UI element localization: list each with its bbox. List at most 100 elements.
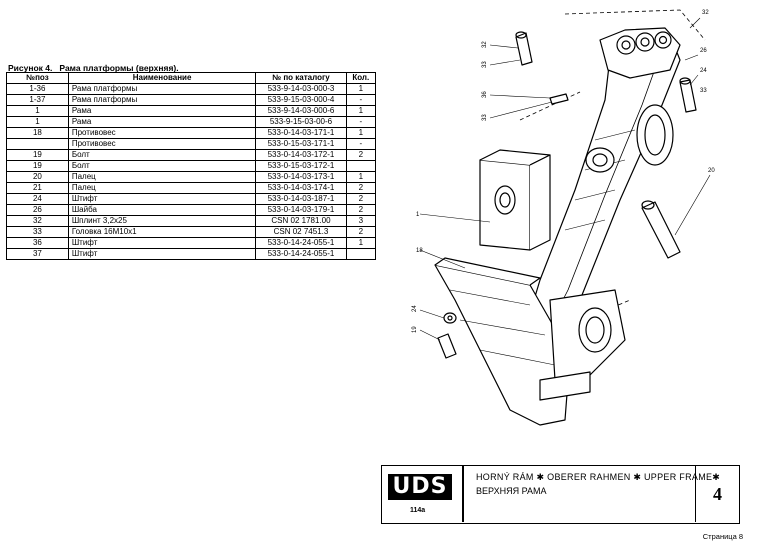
cell-catalog-number: 533-0-14-24-055-1 (255, 248, 347, 260)
cell-name: Рама платформы (67, 83, 257, 95)
cell-quantity: 2 (345, 226, 377, 238)
cell-catalog-number: 533-9-14-03-000-6 (255, 105, 347, 117)
title-block: UDS 114a HORNÝ RÁM ✱ OBERER RAHMEN ✱ UPP… (381, 465, 740, 524)
cell-quantity: 1 (345, 171, 377, 183)
cell-name: Болт (67, 160, 257, 172)
title-divider (462, 466, 464, 522)
cell-quantity: 1 (345, 237, 377, 249)
callout-number: 32 (482, 41, 488, 48)
cell-catalog-number: 533-0-14-03-174-1 (255, 182, 347, 194)
flange-ring (578, 307, 612, 353)
cell-name: Противовес (67, 127, 257, 139)
cell-position (6, 138, 69, 150)
cell-name: Палец (67, 171, 257, 183)
sheet-number-box: 4 (695, 466, 739, 522)
cell-position: 18 (6, 127, 69, 139)
table-header-row: №поз Наименование № по каталогу Кол. (6, 72, 377, 84)
cell-name: Рама (67, 116, 257, 128)
cell-catalog-number: 533-0-14-03-179-1 (255, 204, 347, 216)
figure-title: Рама платформы (верхняя). (59, 63, 179, 73)
cell-position: 1-37 (6, 94, 69, 106)
bearing-housing (585, 147, 615, 173)
bolt-19 (437, 333, 457, 359)
cell-name: Палец (67, 182, 257, 194)
sheet-number: 4 (713, 484, 722, 504)
pin-top (515, 32, 533, 66)
cell-catalog-number: 533-0-14-03-173-1 (255, 171, 347, 183)
cell-name: Болт (67, 149, 257, 161)
cell-name: Головка 16М10х1 (67, 226, 257, 238)
cell-name: Рама платформы (67, 94, 257, 106)
uds-logo: UDS 114a (386, 470, 456, 520)
cell-position: 32 (6, 215, 69, 227)
side-box (479, 159, 531, 251)
callout-number: 36 (482, 91, 488, 98)
cell-position: 19 (6, 160, 69, 172)
callout-number: 32 (702, 10, 709, 16)
dashed-axis-line (519, 91, 581, 121)
cell-quantity: 2 (345, 182, 377, 194)
cell-position: 37 (6, 248, 69, 260)
callout-number: 26 (700, 48, 707, 54)
slewing-ring (636, 104, 674, 166)
exploded-frame-drawing: 32 33 36 33 32 26 24 33 20 1 18 24 19 (412, 9, 715, 426)
pin-36 (549, 93, 569, 105)
title-russian: ВЕРХНЯЯ РАМА (476, 486, 547, 496)
cell-position: 1 (6, 105, 69, 117)
cell-position: 19 (6, 149, 69, 161)
pulley (654, 31, 672, 49)
logo-subcode: 114a (410, 507, 426, 514)
col-header-position: №поз (6, 72, 69, 84)
logo-mark: UDS (388, 474, 452, 500)
cell-catalog-number: 533-0-15-03-172-1 (255, 160, 347, 172)
cell-quantity: 1 (345, 83, 377, 95)
cell-quantity (345, 160, 377, 172)
cell-name: Противовес (67, 138, 257, 150)
pulley (635, 32, 655, 52)
title-multilang: HORNÝ RÁM ✱ OBERER RAHMEN ✱ UPPER FRAME✱ (476, 472, 721, 482)
pulley (616, 35, 636, 55)
cell-catalog-number: CSN 02 7451.3 (255, 226, 347, 238)
cell-position: 24 (6, 193, 69, 205)
cell-position: 21 (6, 182, 69, 194)
dashed-axis-line (564, 9, 706, 41)
cell-catalog-number: 533-9-14-03-000-3 (255, 83, 347, 95)
page-number: Страница 8 (702, 532, 743, 541)
cell-quantity: - (345, 116, 377, 128)
figure-label: Рисунок 4. (8, 63, 53, 73)
callout-number: 24 (412, 305, 418, 312)
callout-number: 19 (412, 326, 418, 333)
cell-name: Штифт (67, 193, 257, 205)
cell-quantity: 2 (345, 204, 377, 216)
cell-catalog-number: CSN 02 1781.00 (255, 215, 347, 227)
col-header-name: Наименование (67, 72, 257, 84)
figure-caption: Рисунок 4. Рама платформы (верхняя). (8, 63, 179, 73)
cell-name: Шплинт 3,2х25 (67, 215, 257, 227)
washer-24 (443, 312, 457, 324)
callout-number: 20 (708, 168, 715, 174)
pin-right (679, 79, 697, 113)
cell-position: 26 (6, 204, 69, 216)
cell-name: Шайба (67, 204, 257, 216)
col-header-catalog: № по каталогу (255, 72, 347, 84)
cell-quantity: 2 (345, 193, 377, 205)
counterweight (434, 264, 571, 426)
cell-catalog-number: 533-0-14-24-055-1 (255, 237, 347, 249)
cell-quantity (345, 248, 377, 260)
callout-number: 33 (700, 88, 707, 94)
cell-name: Штифт (67, 237, 257, 249)
callout-number: 1 (416, 212, 420, 218)
cell-name: Штифт (67, 248, 257, 260)
callout-number: 33 (482, 61, 488, 68)
